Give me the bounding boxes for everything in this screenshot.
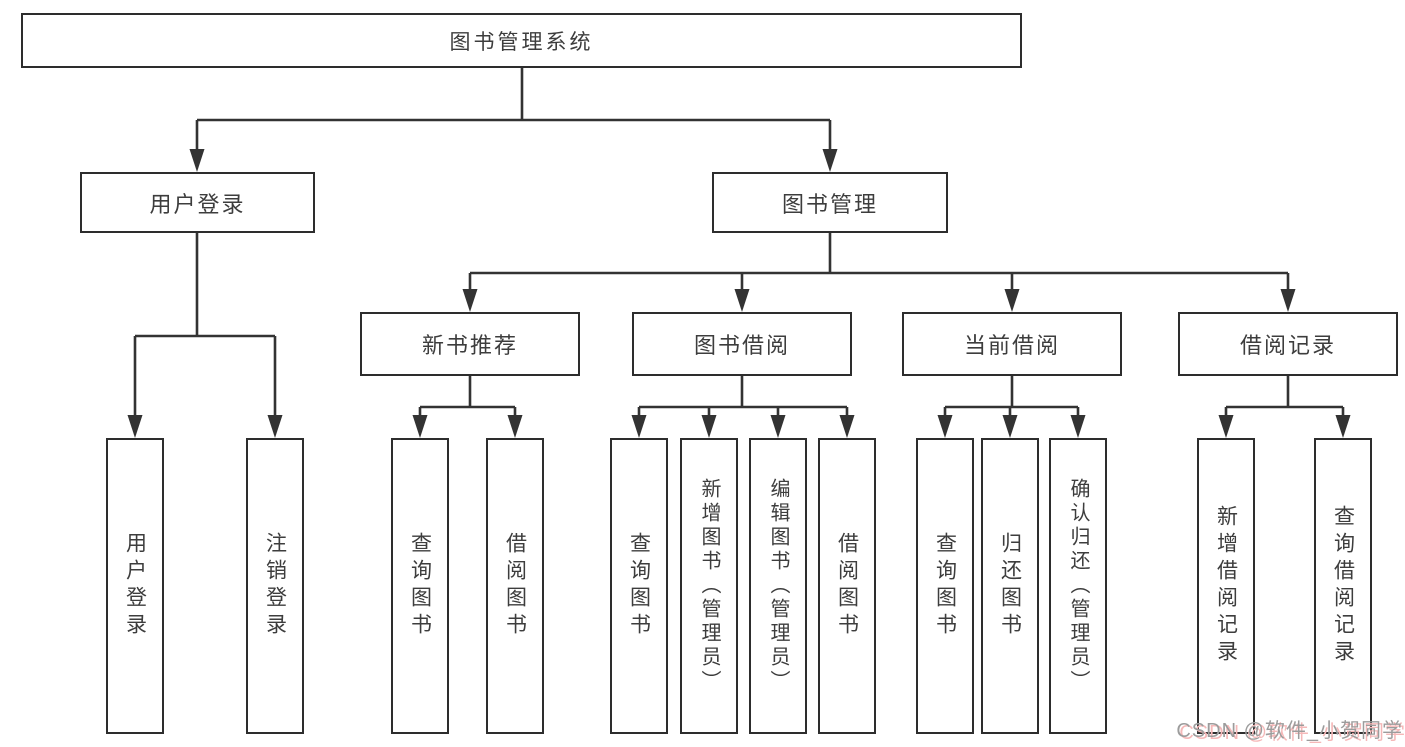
leaf-logout: 注销登录 <box>246 438 304 734</box>
node-borrowing-records: 借阅记录 <box>1178 312 1398 376</box>
leaf-borrow-books-recommend: 借阅图书 <box>486 438 544 734</box>
leaf-confirm-return-admin: 确认归还（管理员） <box>1049 438 1107 734</box>
leaf-borrow-books-borrowing: 借阅图书 <box>818 438 876 734</box>
node-user-login: 用户登录 <box>80 172 315 233</box>
leaf-add-borrow-record: 新增借阅记录 <box>1197 438 1255 734</box>
node-library-management-system: 图书管理系统 <box>21 13 1022 68</box>
leaf-query-borrow-record: 查询借阅记录 <box>1314 438 1372 734</box>
leaf-query-books-recommend: 查询图书 <box>391 438 449 734</box>
leaf-query-books-borrowing: 查询图书 <box>610 438 668 734</box>
leaf-add-book-admin: 新增图书（管理员） <box>680 438 738 734</box>
csdn-watermark: CSDN @软件_小贺同学 <box>1176 720 1403 742</box>
node-book-borrowing: 图书借阅 <box>632 312 852 376</box>
leaf-query-books-current: 查询图书 <box>916 438 974 734</box>
arrowheads <box>127 149 1351 438</box>
node-new-book-recommendation: 新书推荐 <box>360 312 580 376</box>
node-current-borrowing: 当前借阅 <box>902 312 1122 376</box>
leaf-user-login: 用户登录 <box>106 438 164 734</box>
leaf-edit-book-admin: 编辑图书（管理员） <box>749 438 807 734</box>
node-book-management: 图书管理 <box>712 172 948 233</box>
leaf-return-books: 归还图书 <box>981 438 1039 734</box>
